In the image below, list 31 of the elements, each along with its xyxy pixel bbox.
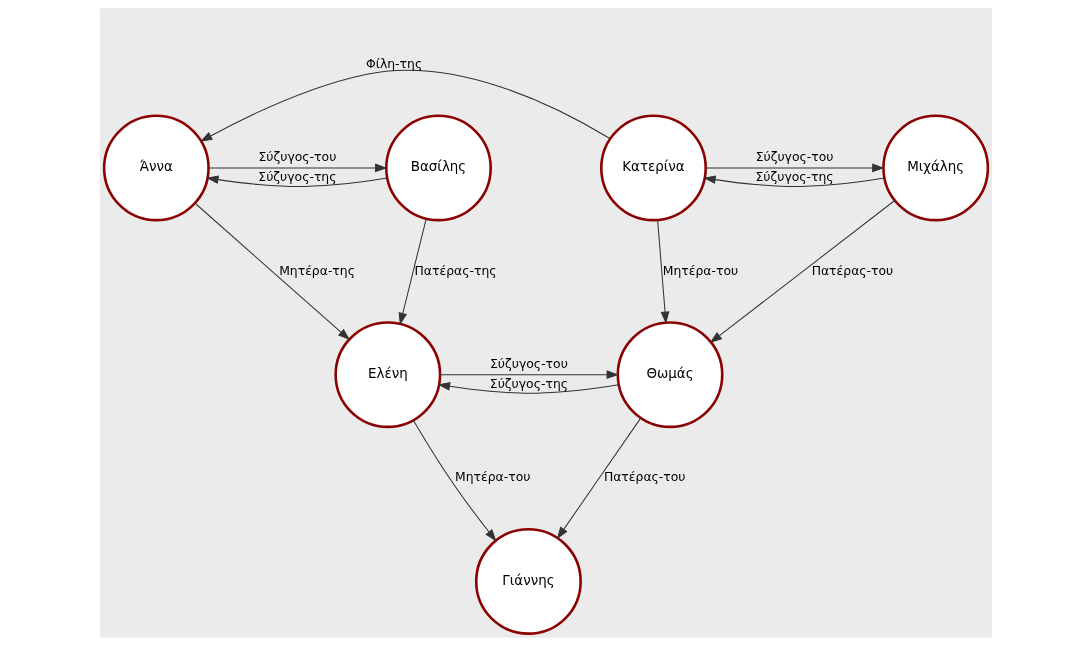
arrow	[412, 419, 496, 542]
arrow	[709, 200, 895, 344]
arrow	[398, 218, 427, 326]
node-circle: Μιχάλης	[881, 114, 989, 222]
edge-label: Σύζυγος-του	[489, 356, 568, 372]
edge-label: Σύζυγος-του	[755, 149, 833, 165]
edge-label: Σύζυγος-της	[257, 168, 336, 184]
node-circle: Άννα	[102, 114, 210, 222]
arrow	[556, 417, 641, 540]
arrow	[702, 175, 885, 188]
arrow	[437, 382, 619, 394]
edge-label: Πατέρας-του	[603, 469, 686, 485]
edge-label: Φίλη-της	[365, 55, 422, 71]
edge-label: Μητέρα-του	[662, 262, 738, 278]
arrow	[656, 219, 669, 325]
node-circle: Ελένη	[333, 321, 441, 429]
edge-label: Μητέρα-της	[278, 262, 355, 278]
edge-label: Σύζυγος-του	[258, 149, 336, 165]
edge-label: Μητέρα-του	[454, 469, 530, 485]
edge-label: Πατέρας-του	[811, 262, 893, 278]
arrow	[704, 163, 885, 173]
arrow	[207, 163, 387, 173]
arrow	[194, 202, 350, 341]
arrow	[439, 370, 619, 380]
edge-label: Σύζυγος-της	[489, 375, 568, 391]
node-circle: Κατερίνα	[599, 114, 707, 222]
node-circle: Βασίλης	[384, 114, 492, 222]
edge-label: Πατέρας-της	[414, 262, 497, 278]
arrow	[199, 69, 610, 142]
arrow	[205, 175, 388, 188]
edge-label: Σύζυγος-της	[755, 168, 834, 184]
